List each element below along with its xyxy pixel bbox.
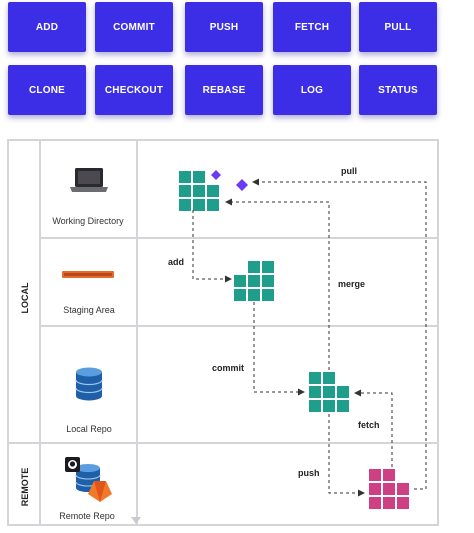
cluster-cell	[262, 289, 274, 301]
cluster-cell	[369, 497, 381, 509]
cluster-cell	[193, 199, 205, 211]
staging-area-label: Staging Area	[63, 305, 115, 315]
working-directory-blocks	[179, 171, 219, 211]
staging-area-blocks	[234, 261, 274, 301]
cluster-cell	[309, 386, 321, 398]
local-repo-blocks	[309, 372, 349, 412]
pull-arrow-label: pull	[341, 166, 357, 176]
cluster-cell	[207, 199, 219, 211]
commit-button[interactable]: COMMIT	[95, 2, 173, 52]
cluster-cell	[309, 372, 321, 384]
cluster-cell	[337, 400, 349, 412]
local-section-label: LOCAL	[20, 282, 30, 313]
clone-button[interactable]: CLONE	[8, 65, 86, 115]
cluster-cell	[383, 483, 395, 495]
cluster-cell	[193, 171, 205, 183]
fetch-button[interactable]: FETCH	[273, 2, 351, 52]
status-button[interactable]: STATUS	[359, 65, 437, 115]
database-icon	[75, 367, 103, 401]
push-button[interactable]: PUSH	[185, 2, 263, 52]
add-arrow-label: add	[168, 257, 184, 267]
add-arrow	[192, 210, 232, 283]
fetch-arrow	[354, 389, 393, 467]
working-file-diamond-icon	[211, 170, 221, 180]
cluster-cell	[234, 289, 246, 301]
cluster-cell	[397, 497, 409, 509]
cluster-cell	[323, 372, 335, 384]
commit-arrow-label: commit	[212, 363, 244, 373]
cluster-cell	[323, 386, 335, 398]
cluster-cell	[179, 171, 191, 183]
commit-arrow	[253, 302, 305, 396]
local-repo-label: Local Repo	[66, 424, 112, 434]
cluster-cell	[337, 386, 349, 398]
cluster-cell	[248, 261, 260, 273]
push-arrow-label: push	[298, 468, 320, 478]
cluster-cell	[234, 275, 246, 287]
cluster-cell	[262, 275, 274, 287]
remote-repo-label: Remote Repo	[59, 511, 115, 521]
checkout-button[interactable]: CHECKOUT	[95, 65, 173, 115]
working-directory-label: Working Directory	[52, 216, 124, 226]
cluster-cell	[323, 400, 335, 412]
cluster-cell	[383, 497, 395, 509]
cluster-cell	[193, 185, 205, 197]
cluster-cell	[309, 400, 321, 412]
staging-bar-icon	[62, 271, 114, 278]
add-button[interactable]: ADD	[8, 2, 86, 52]
down-pointer-icon	[131, 517, 141, 524]
diagram-frame	[7, 139, 439, 526]
remote-repo-blocks	[369, 469, 409, 509]
pull-arrow	[252, 178, 427, 490]
merge-arrow-label: merge	[338, 279, 365, 289]
laptop-icon	[70, 168, 108, 192]
cluster-cell	[248, 275, 260, 287]
cluster-cell	[369, 483, 381, 495]
git-remote-icon	[65, 457, 112, 502]
cluster-cell	[207, 185, 219, 197]
pull-button[interactable]: PULL	[359, 2, 437, 52]
remote-section-label: REMOTE	[20, 468, 30, 507]
cluster-cell	[179, 185, 191, 197]
cluster-cell	[383, 469, 395, 481]
cluster-cell	[397, 483, 409, 495]
merge-arrow	[225, 198, 330, 370]
rebase-button[interactable]: REBASE	[185, 65, 263, 115]
fetch-arrow-label: fetch	[358, 420, 380, 430]
log-button[interactable]: LOG	[273, 65, 351, 115]
cluster-cell	[248, 289, 260, 301]
working-file-diamond-icon	[236, 179, 248, 191]
push-arrow	[328, 414, 365, 497]
cluster-cell	[262, 261, 274, 273]
cluster-cell	[369, 469, 381, 481]
cluster-cell	[179, 199, 191, 211]
